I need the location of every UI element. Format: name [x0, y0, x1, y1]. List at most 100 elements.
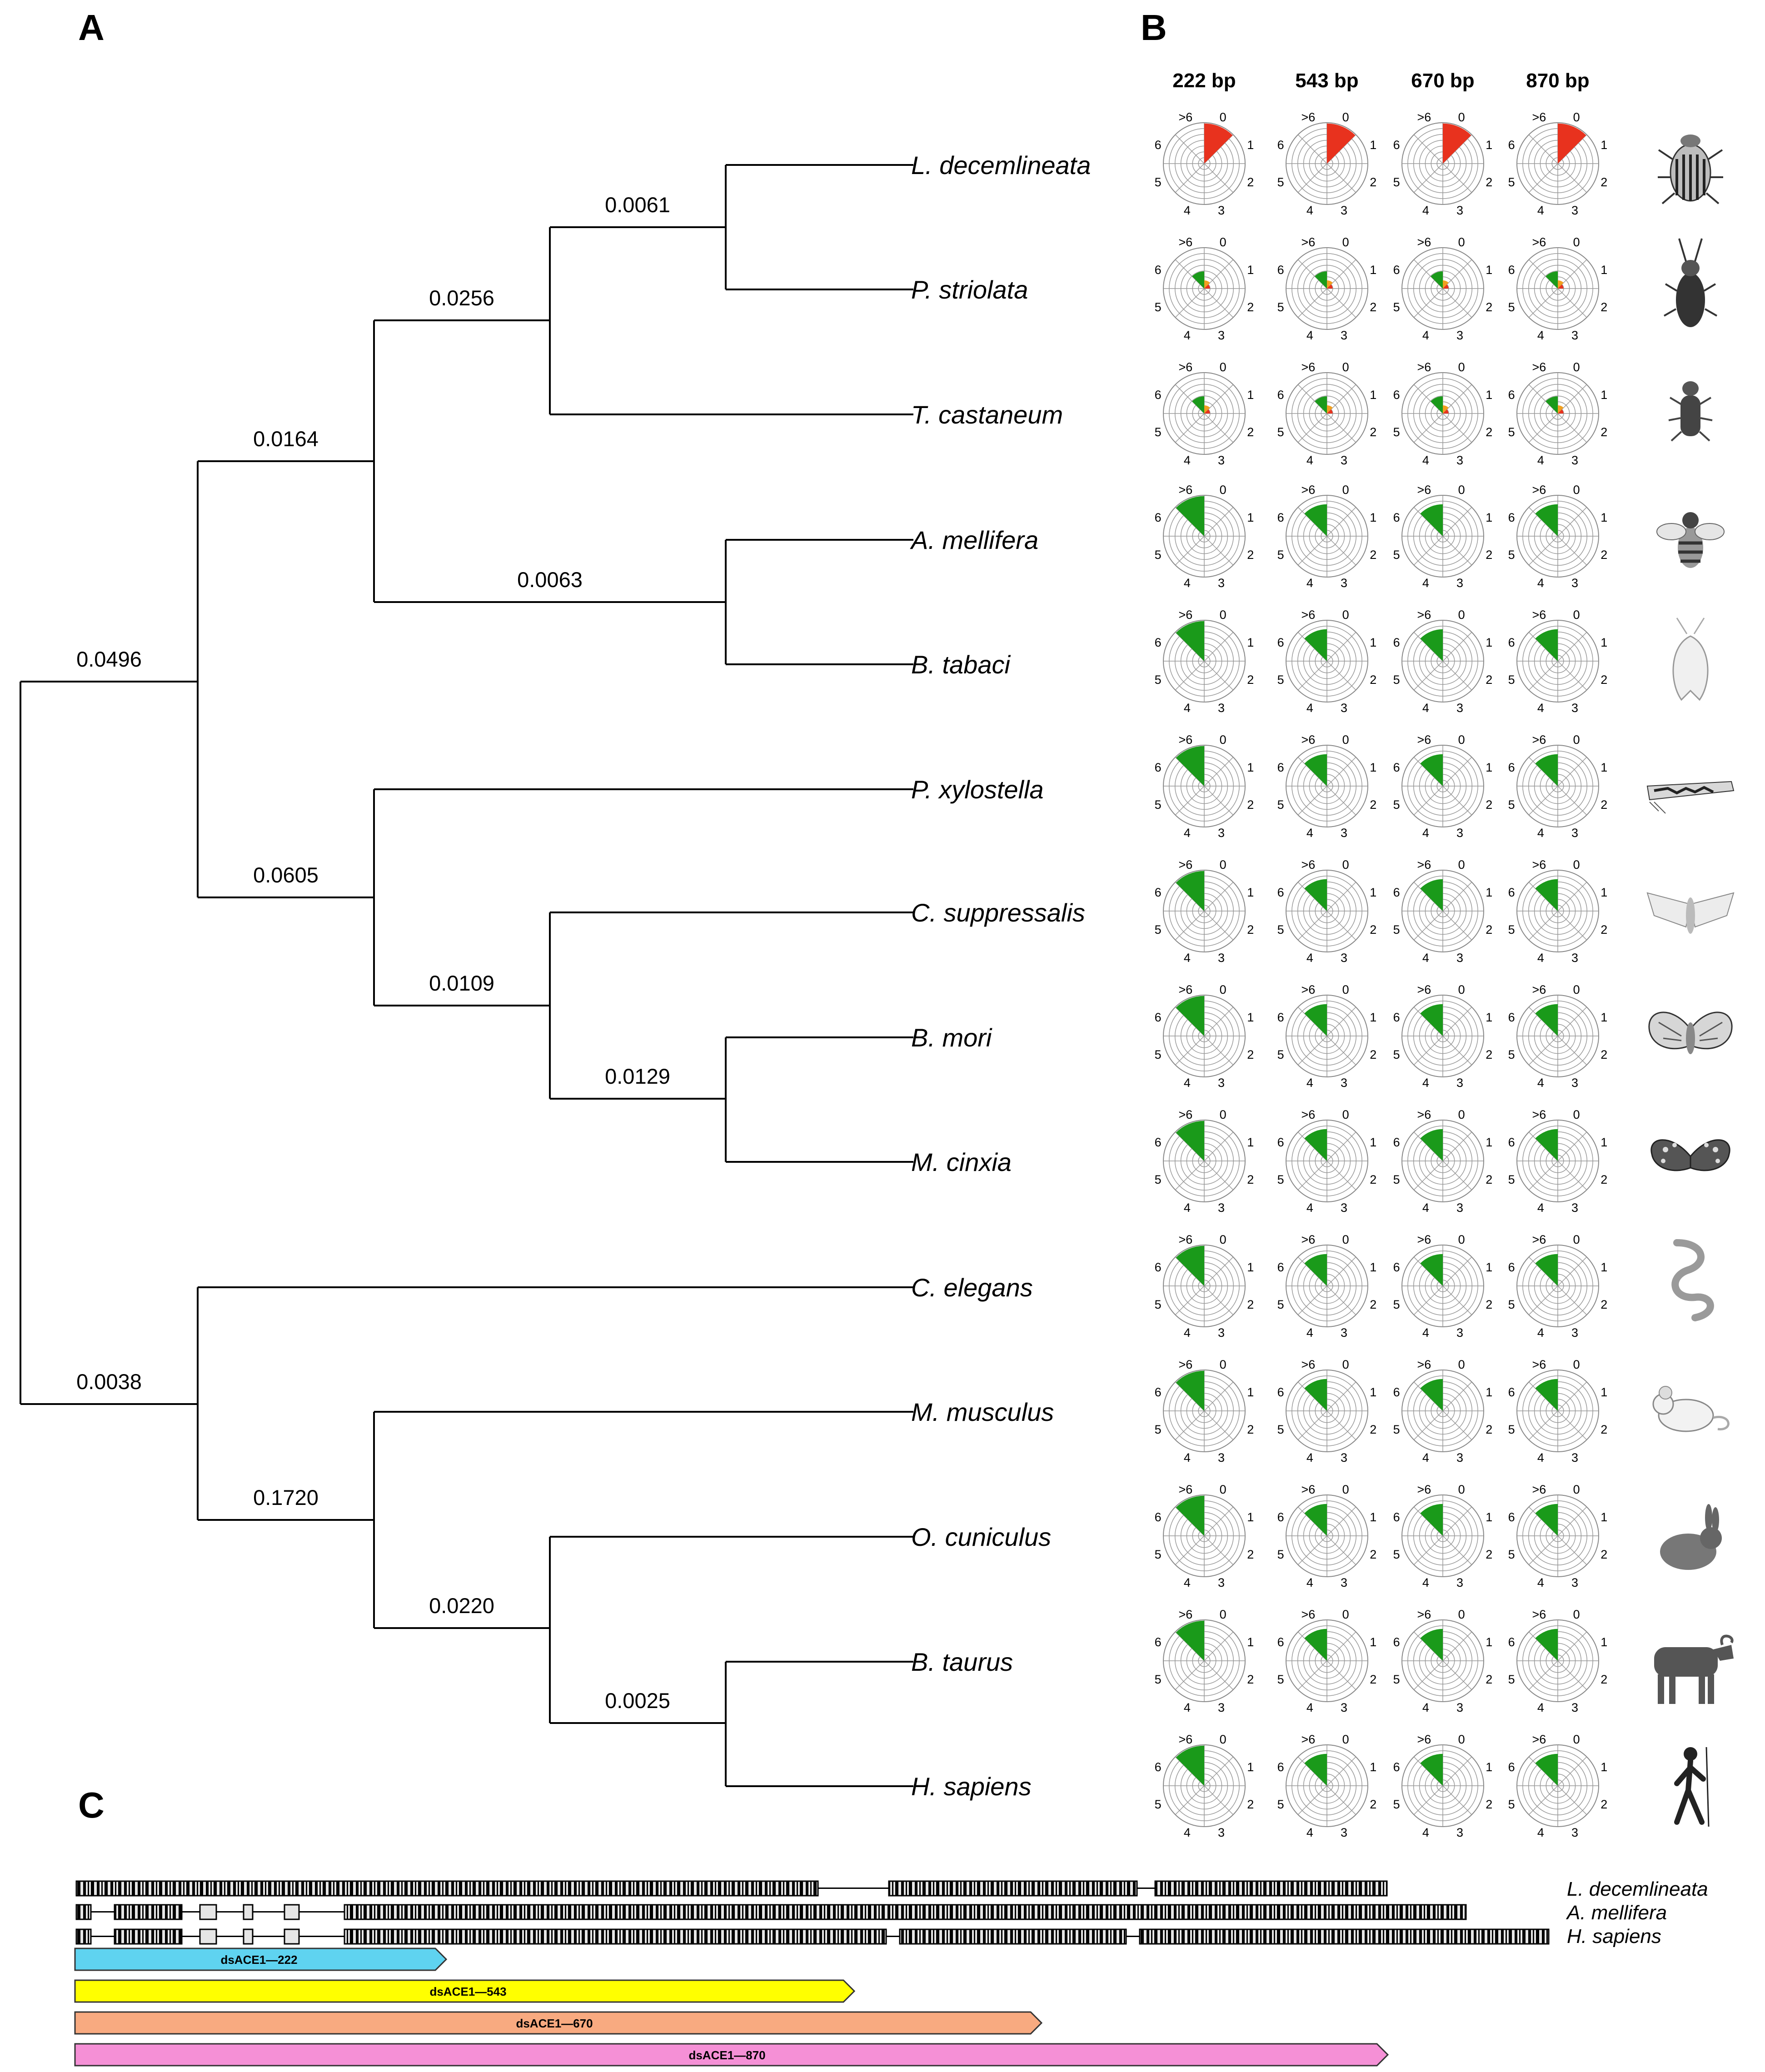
radar-axis-label: 6 — [1393, 761, 1400, 774]
radar-axis-label: 6 — [1155, 1136, 1162, 1149]
radar-axis-label: 3 — [1456, 1201, 1463, 1215]
radar-axis-label: >6 — [1178, 608, 1192, 622]
branch-length: 0.0129 — [605, 1064, 670, 1088]
radar-axis-label: 3 — [1571, 1076, 1578, 1090]
radar-axis-label: 0 — [1458, 360, 1465, 374]
taxon-labels: L. decemlineata P. striolata T. castaneu… — [910, 151, 1091, 1801]
radar-axis-label: 6 — [1508, 1760, 1515, 1774]
radar-axis-label: 0 — [1573, 1358, 1580, 1371]
radar-axis-label: 6 — [1277, 1760, 1284, 1774]
radar-axis-label: 0 — [1342, 1233, 1349, 1246]
radar-axis-label: 4 — [1422, 951, 1429, 965]
taxon-label: H. sapiens — [911, 1772, 1032, 1801]
radar-axis-label: 5 — [1393, 798, 1400, 812]
radar-axis-label: 2 — [1370, 1298, 1376, 1311]
radar-axis-label: 1 — [1370, 1136, 1376, 1149]
radar-axis-label: 0 — [1573, 733, 1580, 747]
radar-axis-label: 4 — [1306, 1451, 1313, 1464]
human-icon — [1674, 1747, 1710, 1827]
radar-axis-label: 2 — [1247, 1048, 1254, 1061]
radar-axis-label: 1 — [1486, 263, 1492, 277]
radar-axis-label: 2 — [1486, 1423, 1492, 1436]
radar-axis-label: 3 — [1218, 1451, 1225, 1464]
radar-axis-label: 5 — [1277, 1798, 1284, 1811]
radar-axis-label: 2 — [1247, 300, 1254, 314]
radar-axis-label: 1 — [1486, 511, 1492, 524]
radar-axis-label: >6 — [1532, 1108, 1546, 1121]
cow-icon — [1654, 1634, 1734, 1704]
radar-axis-label: 6 — [1155, 1760, 1162, 1774]
radar-axis-label: 2 — [1247, 923, 1254, 936]
radar-axis-label: 1 — [1370, 1260, 1376, 1274]
radar-axis-label: 2 — [1370, 798, 1376, 812]
radar-axis-label: 2 — [1247, 425, 1254, 439]
radar-axis-label: 4 — [1422, 1201, 1429, 1215]
radar-axis-label: 0 — [1573, 1483, 1580, 1496]
radar-axis-label: 0 — [1342, 1608, 1349, 1621]
radar-axis-label: 4 — [1537, 951, 1544, 965]
radar-axis-label: 5 — [1393, 923, 1400, 936]
radar-axis-label: >6 — [1301, 235, 1315, 249]
radar-axis-label: 0 — [1573, 360, 1580, 374]
radar-axis-label: 2 — [1600, 1548, 1607, 1561]
radar-axis-label: >6 — [1301, 1733, 1315, 1746]
radar-axis-label: >6 — [1417, 1358, 1431, 1371]
radar-axis-label: 1 — [1370, 511, 1376, 524]
radar-axis-label: 1 — [1247, 1760, 1254, 1774]
radar-axis-label: 4 — [1422, 576, 1429, 590]
radar-axis-label: 4 — [1422, 453, 1429, 467]
radar-axis-label: 1 — [1247, 1136, 1254, 1149]
radar-axis-label: 3 — [1571, 329, 1578, 342]
nematode-icon — [1671, 1239, 1714, 1321]
dsrna-label: dsACE1—870 — [688, 2048, 765, 2062]
radar-axis-label: 5 — [1277, 1548, 1284, 1561]
radar-axis-label: 0 — [1458, 483, 1465, 497]
radar-axis-label: >6 — [1178, 733, 1192, 747]
radar-axis-label: >6 — [1301, 1108, 1315, 1121]
radar-axis-label: 1 — [1486, 1510, 1492, 1524]
radar-axis-label: 6 — [1508, 1260, 1515, 1274]
radar-axis-label: 2 — [1600, 1673, 1607, 1686]
radar-axis-label: 4 — [1537, 701, 1544, 715]
radar-axis-label: 4 — [1306, 453, 1313, 467]
radar-axis-label: 6 — [1508, 1011, 1515, 1024]
radar-axis-label: >6 — [1417, 1483, 1431, 1496]
radar-axis-label: 6 — [1393, 1011, 1400, 1024]
radar-axis-label: 5 — [1508, 175, 1515, 189]
radar-axis-label: 3 — [1341, 576, 1347, 590]
radar-axis-label: 2 — [1370, 673, 1376, 687]
radar-axis-label: 1 — [1600, 636, 1607, 649]
radar-axis-label: 4 — [1537, 1201, 1544, 1215]
radar-axis-label: >6 — [1417, 235, 1431, 249]
radar-axis-label: 6 — [1155, 1635, 1162, 1649]
radar-axis-label: 6 — [1277, 1136, 1284, 1149]
radar-axis-label: 6 — [1508, 511, 1515, 524]
radar-axis-label: 5 — [1393, 300, 1400, 314]
radar-axis-label: 2 — [1486, 1298, 1492, 1311]
radar-axis-label: 1 — [1370, 1011, 1376, 1024]
radar-axis-label: >6 — [1178, 1733, 1192, 1746]
radar-axis-label: >6 — [1301, 1358, 1315, 1371]
radar-axis-label: 1 — [1247, 511, 1254, 524]
radar-axis-label: 4 — [1537, 826, 1544, 840]
radar-axis-label: 3 — [1456, 1076, 1463, 1090]
radar-axis-label: 6 — [1155, 886, 1162, 899]
radar-axis-label: 4 — [1184, 1201, 1191, 1215]
radar-axis-label: 5 — [1393, 1298, 1400, 1311]
radar-axis-label: 1 — [1370, 761, 1376, 774]
radar-axis-label: 3 — [1571, 1826, 1578, 1839]
radar-axis-label: 2 — [1486, 1048, 1492, 1061]
radar-axis-label: >6 — [1417, 733, 1431, 747]
radar-axis-label: 0 — [1458, 733, 1465, 747]
radar-axis-label: 4 — [1422, 1576, 1429, 1589]
radar-axis-label: >6 — [1532, 1608, 1546, 1621]
